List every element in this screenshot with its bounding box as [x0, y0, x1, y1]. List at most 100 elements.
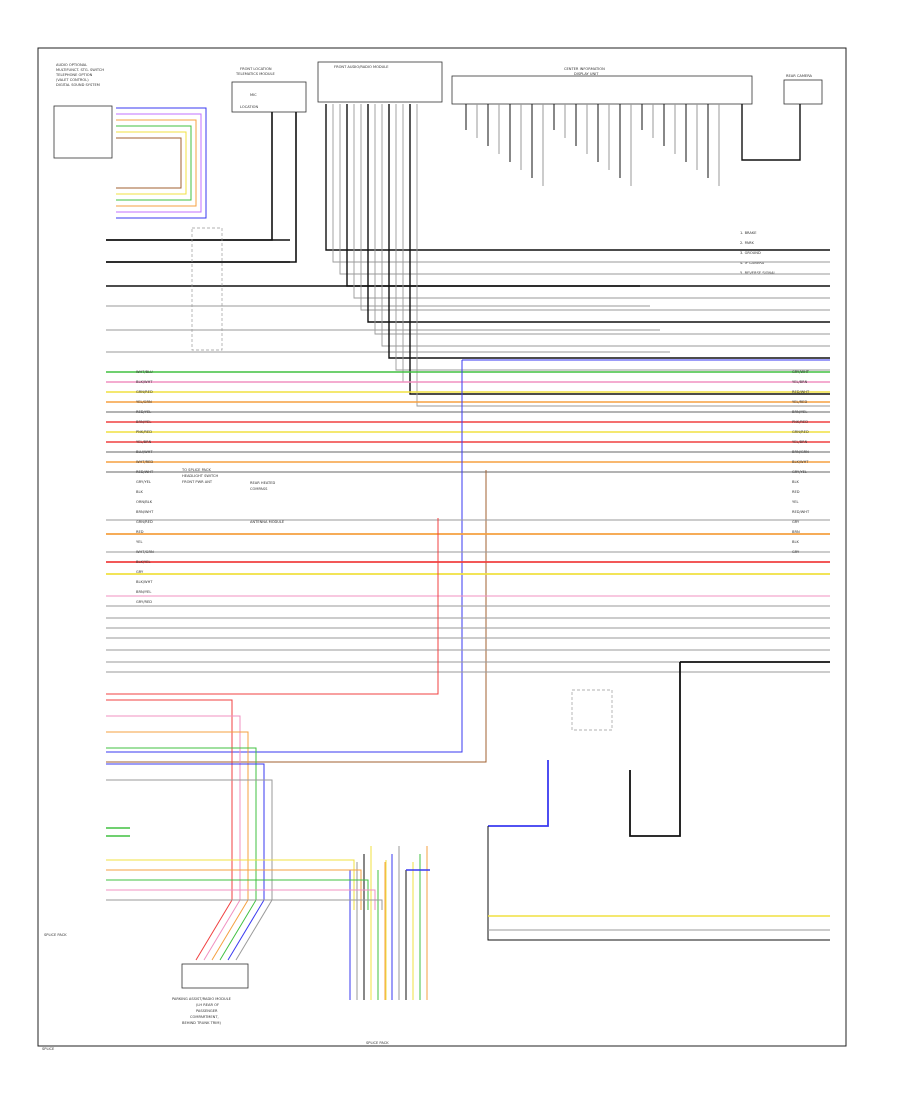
- bottom-left-label: SPLICE: [42, 1047, 55, 1051]
- wire-86: [106, 779, 273, 961]
- wire-label-left: BRN/WHT: [136, 510, 154, 514]
- wire-label-right: GRN/RED: [792, 430, 809, 434]
- wire-90: [487, 826, 830, 941]
- wire-110: [106, 889, 376, 910]
- wire-label-left: BLK/YEL: [136, 560, 151, 564]
- wire-label-right: RED/WHT: [792, 390, 810, 394]
- wire-19: [360, 104, 830, 311]
- wire-label-group: WHT/BLUBLK/WHTGRN/REDYEL/GRNRED/YELBRN/Y…: [136, 370, 810, 604]
- wire-label-right: GRY: [792, 520, 800, 524]
- bottom-center-label: SPLICE PACK: [366, 1041, 389, 1045]
- wire-label-right: RED: [792, 490, 800, 494]
- wire-16: [339, 104, 830, 275]
- wire-52: [741, 104, 801, 161]
- wire-25: [402, 104, 830, 383]
- wire-label-right: GRY: [792, 550, 800, 554]
- wire-81: [106, 699, 233, 961]
- wire-label-left: BRN/YEL: [136, 590, 151, 594]
- wire-1: [116, 113, 202, 213]
- legend-3: 4. IP CAMERA: [740, 261, 765, 265]
- wire-15: [332, 104, 830, 263]
- wire-66: [106, 470, 487, 763]
- wire-23: [388, 104, 830, 359]
- telematics-label-0: FRONT LOCATION: [240, 67, 272, 71]
- wire-label-left: PNK/RED: [136, 430, 152, 434]
- wire-label-left: GRY/YEL: [136, 480, 151, 484]
- wire-111: [106, 899, 383, 910]
- wire-label-left: YEL/BRN: [136, 440, 152, 444]
- wire-17: [346, 104, 830, 287]
- left-module-label-2: TELEPHONE OPTION: [55, 73, 93, 77]
- wire-2: [116, 119, 197, 207]
- wire-65: [106, 360, 463, 753]
- wire-label-right: YEL/RED: [792, 400, 807, 404]
- display-unit-label-1: DISPLAY UNIT: [574, 72, 599, 76]
- wire-label-left: GRN/RED: [136, 520, 153, 524]
- connector-dashed-box: [191, 227, 223, 351]
- mid-note2-2: ANTENNA MODULE: [250, 520, 285, 524]
- wire-label-right: YEL/BRN: [792, 440, 808, 444]
- display-unit-label-0: CENTER INFORMATION: [564, 67, 605, 71]
- parking-assist-label-2: PASSENGER: [196, 1009, 218, 1013]
- left-bottom-note: SPLICE PACK: [44, 933, 67, 937]
- wire-89: [488, 760, 549, 827]
- wire-20: [367, 104, 830, 323]
- rear-camera-label: REAR CAMERA: [786, 74, 813, 78]
- wire-label-left: WHT/GRN: [136, 550, 154, 554]
- parking-assist-label-1: (LH REAR OF: [196, 1003, 219, 1007]
- wire-label-left: YEL: [136, 540, 142, 544]
- wire-5: [116, 137, 182, 189]
- wire-88: [629, 662, 681, 837]
- audio-module-label: FRONT AUDIO/RADIO MODULE: [334, 65, 389, 69]
- wire-85: [106, 763, 265, 961]
- wire-82: [106, 715, 241, 961]
- telematics-module-box: [231, 81, 307, 113]
- wire-label-right: RED/WHT: [792, 510, 810, 514]
- wire-80: [106, 518, 439, 695]
- legend-2: 3. GROUND: [740, 251, 761, 255]
- mid-note2-0: REAR HEATED: [250, 481, 275, 485]
- parking-assist-label-4: BEHIND TRUNK TRIM): [182, 1021, 221, 1025]
- legend-1: 2. PARK: [740, 241, 754, 245]
- wire-26: [409, 104, 830, 395]
- mid-note-1: HEADLIGHT SWITCH: [182, 474, 218, 478]
- left-module-label-3: (VALET CONTROL): [56, 78, 89, 82]
- wire-label-left: RED/YEL: [136, 410, 151, 414]
- wire-label-left: RED: [136, 530, 144, 534]
- wire-107: [106, 859, 355, 910]
- wire-label-left: WHT/BLU: [136, 370, 153, 374]
- wire-label-left: BLK/WHT: [136, 380, 153, 384]
- wire-label-left: GRY/RED: [136, 600, 152, 604]
- left-module-label-0: AUDIO OPTIONAL: [56, 63, 87, 67]
- audio-module-box: [317, 61, 443, 103]
- mid-note-0: TO SPLICE PACK: [181, 468, 211, 472]
- wire-14: [325, 104, 830, 251]
- telematics-sub-0: MIC: [250, 93, 257, 97]
- wire-label-left: BLU/WHT: [136, 450, 153, 454]
- wire-22: [381, 104, 830, 347]
- parking-assist-box: [181, 963, 249, 989]
- wire-label-left: GRY: [136, 570, 144, 574]
- wire-label-right: BLK: [792, 480, 799, 484]
- wire-83: [106, 731, 249, 961]
- wire-label-left: BLK/WHT: [136, 580, 153, 584]
- wire-label-right: BLK/WHT: [792, 460, 809, 464]
- wire-84: [106, 747, 257, 961]
- wire-label-left: ORN/BLK: [136, 500, 153, 504]
- wire-label-left: GRN/RED: [136, 390, 153, 394]
- wire-0: [116, 107, 207, 219]
- wire-label-left: WHT/RED: [136, 460, 153, 464]
- wire-label-right: GRY/YEL: [792, 470, 807, 474]
- parking-assist-label-3: COMPARTMENT,: [190, 1015, 219, 1019]
- parking-assist-label-0: PARKING ASSIST/RADIO MODULE: [172, 997, 232, 1001]
- legend-4: 5. REVERSE SIGNAL: [740, 271, 776, 275]
- wire-label-right: YEL: [792, 500, 798, 504]
- wire-27: [416, 104, 830, 407]
- mid-note-2: FRONT PWR ANT: [182, 480, 213, 484]
- wire-13: [106, 112, 297, 263]
- wire-3: [116, 125, 192, 201]
- wire-label-left: BRN/YEL: [136, 420, 151, 424]
- wire-label-right: BRN/YEL: [792, 410, 807, 414]
- display-unit-box: [451, 75, 753, 105]
- wire-label-right: GRY/WHT: [792, 370, 810, 374]
